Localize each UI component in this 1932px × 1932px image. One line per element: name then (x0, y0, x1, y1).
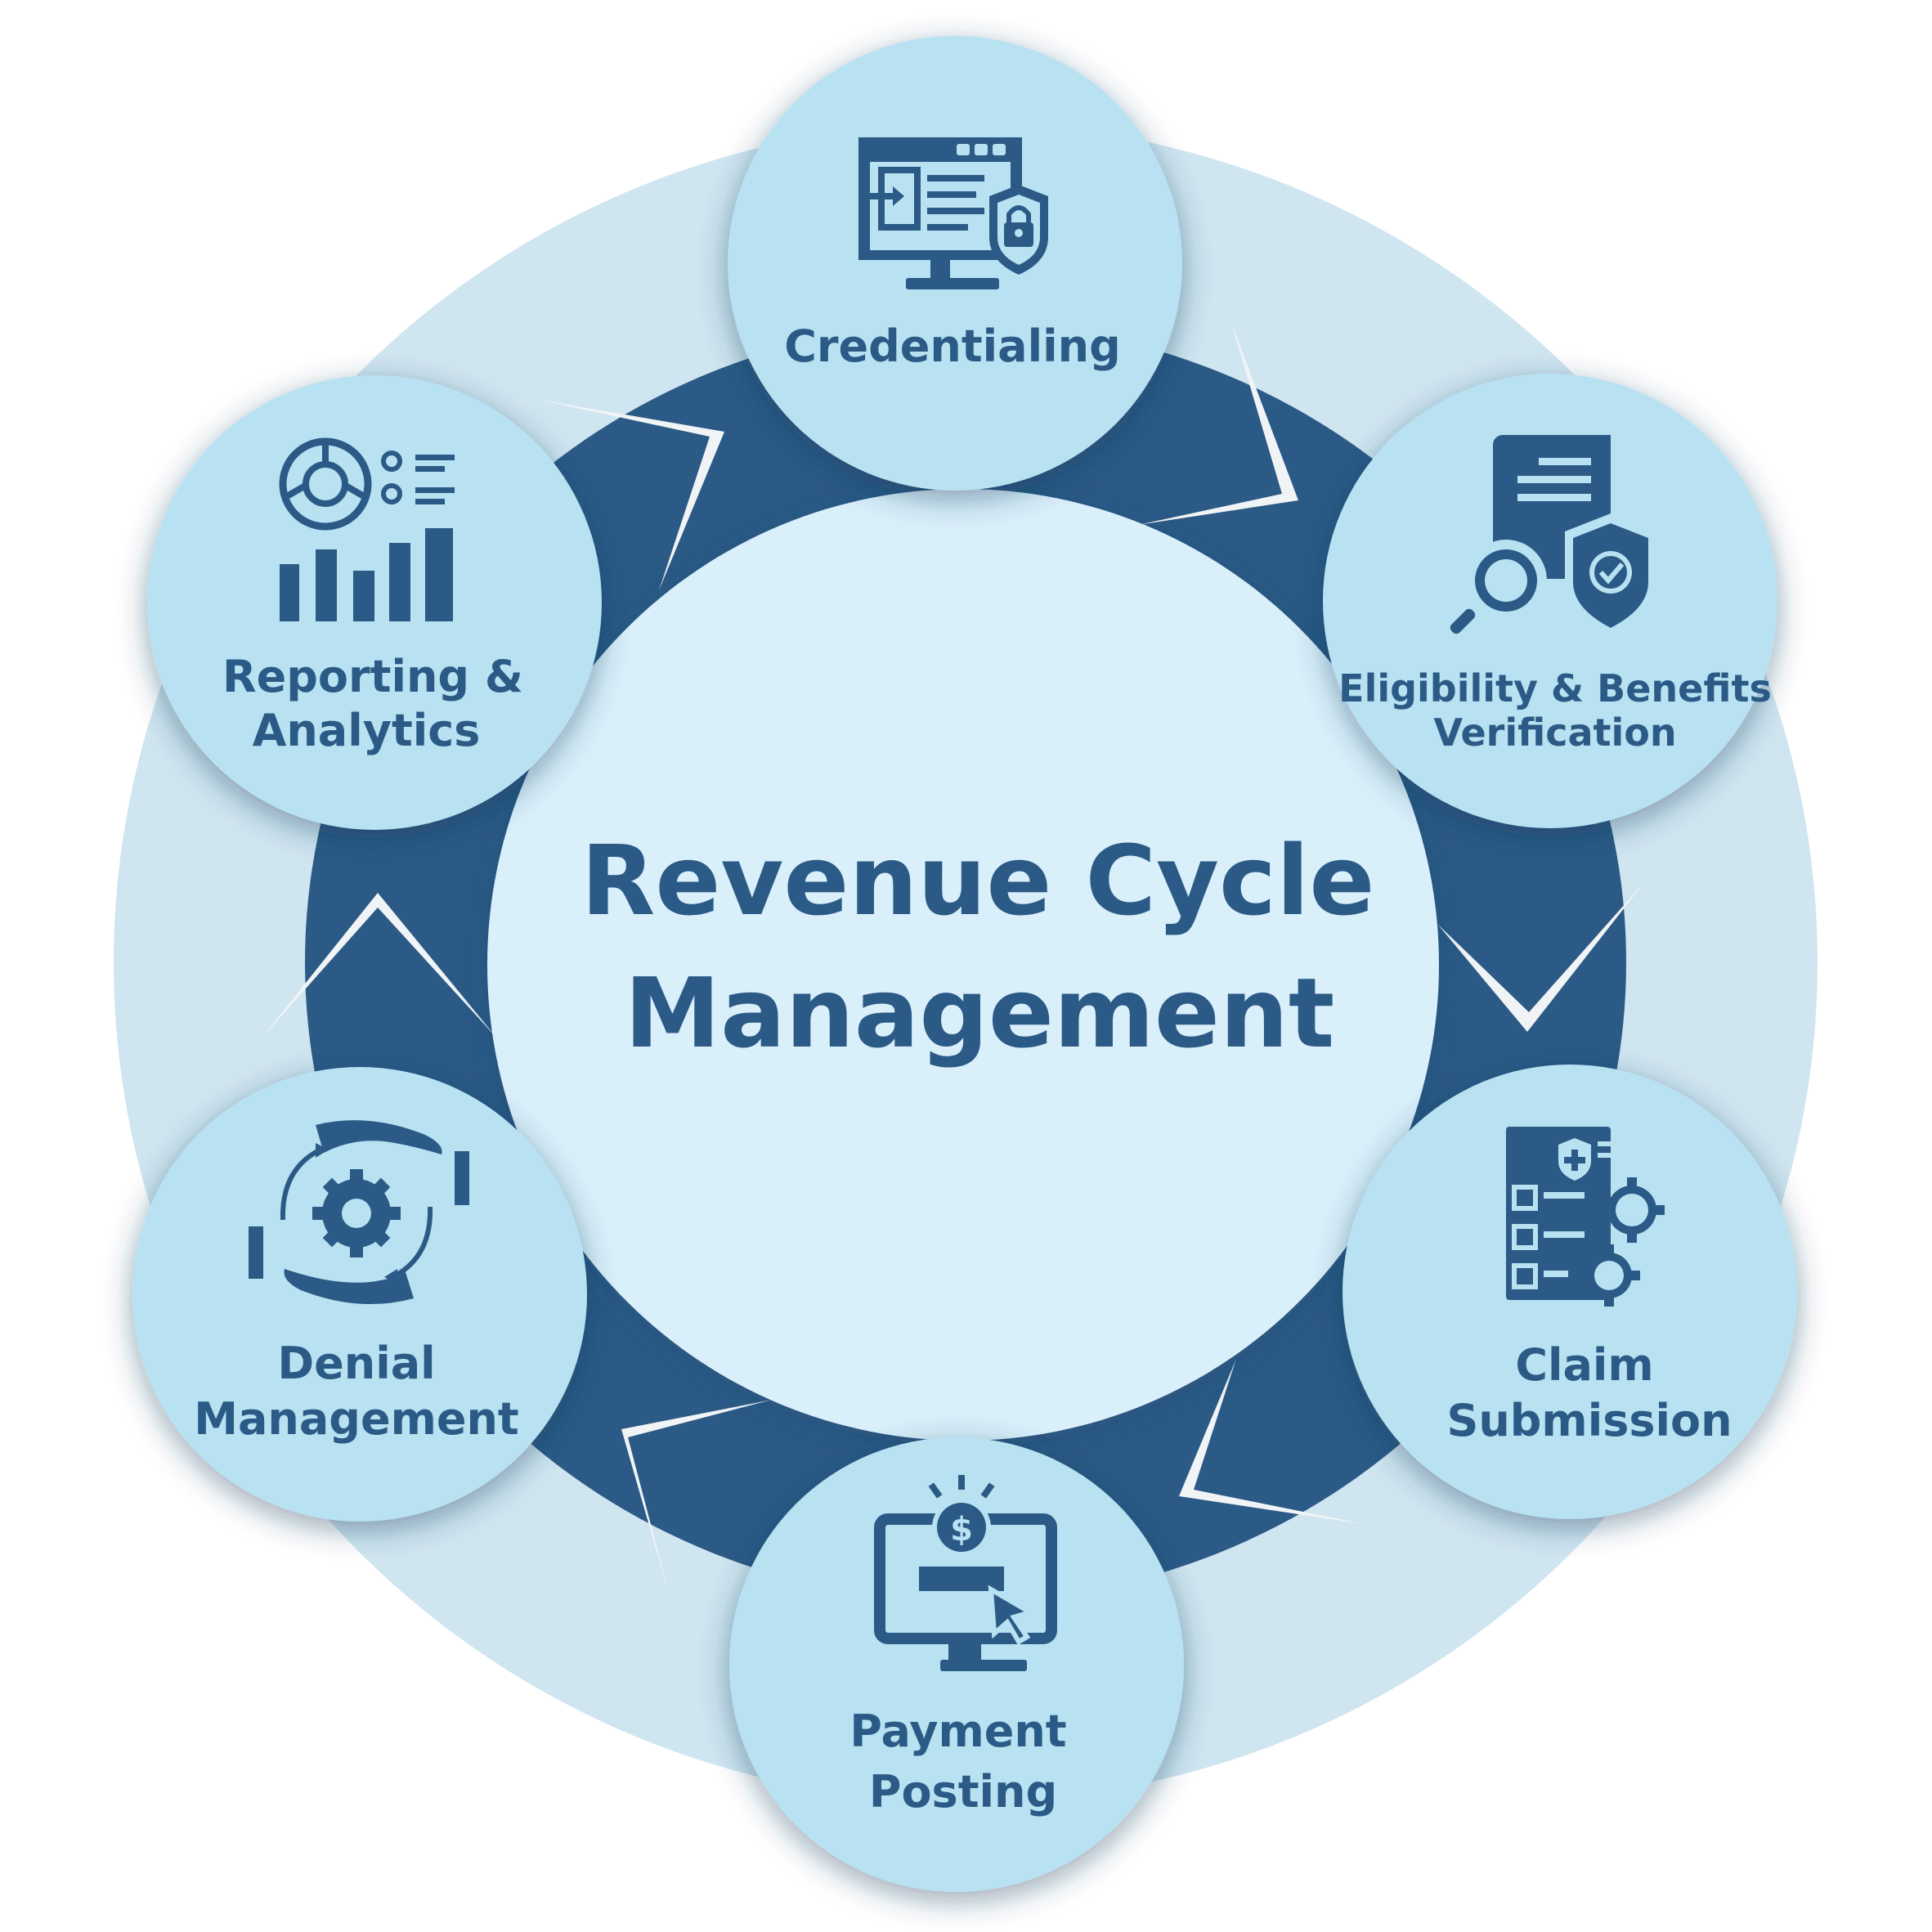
computer-dollar-click-icon: $ (874, 1475, 1057, 1671)
label-eligibility-1: Eligibility & Benefits (1338, 666, 1772, 710)
label-reporting-1: Reporting & (222, 651, 523, 702)
label-claim-1: Claim (1515, 1339, 1653, 1391)
label-credentialing: Credentialing (784, 321, 1121, 372)
node-eligibility (1323, 374, 1777, 828)
analytics-chart-icon (279, 437, 455, 621)
label-denial-2: Management (194, 1393, 519, 1445)
svg-text:$: $ (950, 1511, 973, 1549)
hands-gear-cycle-icon (249, 1120, 469, 1305)
center-title-line1: Revenue Cycle (581, 824, 1375, 937)
document-search-shield-icon (1450, 435, 1656, 638)
center-title-line2: Management (625, 957, 1335, 1069)
node-credentialing (728, 36, 1182, 491)
label-eligibility-2: Verification (1433, 710, 1676, 755)
computer-lock-icon (858, 137, 1048, 289)
label-payment-1: Payment (849, 1706, 1066, 1757)
medical-form-gears-icon (1506, 1127, 1665, 1307)
arrow-credentialing-to-eligibility (1138, 321, 1298, 525)
arrow-eligibility-to-claim (1437, 881, 1645, 1032)
label-reporting-2: Analytics (253, 705, 481, 756)
center-circle (487, 489, 1439, 1441)
label-payment-2: Posting (869, 1766, 1057, 1818)
cycle-arrows (260, 321, 1645, 1599)
node-labels: Credentialing Eligibility & Benefits Ver… (194, 321, 1772, 1818)
label-denial-1: Denial (277, 1338, 435, 1389)
center-title: Revenue Cycle Management (581, 824, 1375, 1069)
label-claim-2: Submission (1446, 1395, 1732, 1446)
arrow-reporting-to-credentialing (535, 399, 724, 590)
